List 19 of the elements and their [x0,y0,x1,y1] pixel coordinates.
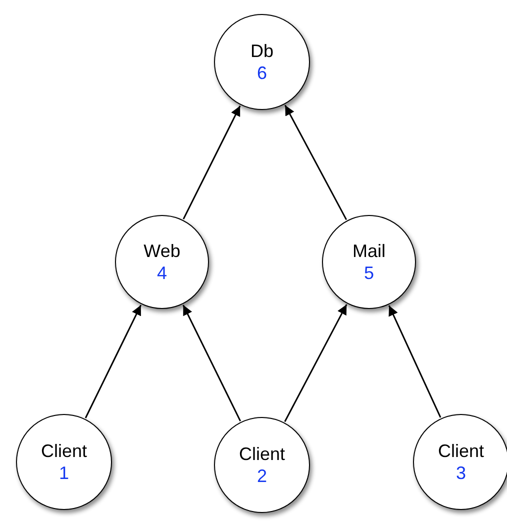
number-label: 1 [58,462,69,484]
name-label: Mail [352,240,386,262]
arrow [84,304,142,418]
arrow [284,104,348,220]
name-label: Db [250,40,274,62]
number-label: 2 [256,465,267,487]
name-label: Client [438,440,484,462]
arrow [182,106,241,220]
arrow [284,304,348,422]
name-label: Client [238,443,286,465]
circle-node [214,417,310,513]
number-label: 3 [456,462,466,484]
arrow [388,305,442,418]
name-label: Web [144,240,180,262]
number-label: 6 [256,62,267,84]
number-label: 5 [364,262,374,284]
number-label: 4 [156,262,167,284]
arrow [182,304,242,422]
name-label: Client [40,440,88,462]
